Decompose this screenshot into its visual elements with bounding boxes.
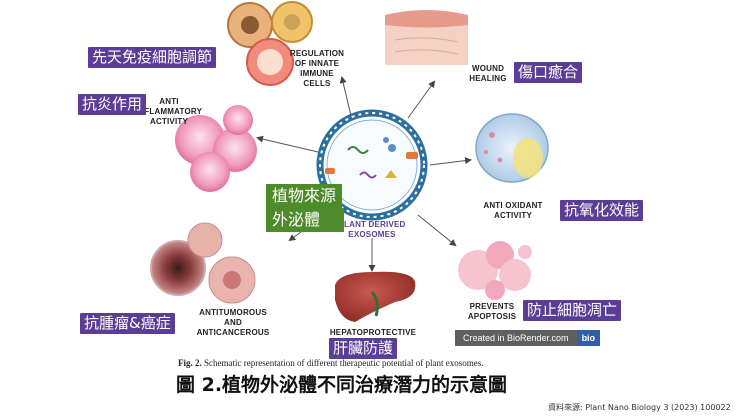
page-title: 圖 2.植物外泌體不同治療潛力的示意圖 <box>176 374 508 396</box>
label-wound-healing: WOUND HEALING <box>469 64 507 83</box>
label-plant-exosomes: PLANT DERIVED EXOSOMES <box>338 220 406 239</box>
cn-label-center-line1: 植物來源 <box>266 184 343 208</box>
wound-tissue-illustration <box>385 10 468 65</box>
figure-caption: Fig. 2. Schematic representation of diff… <box>178 358 483 368</box>
arrow-oxidant <box>429 157 472 166</box>
antioxidant-cell-illustration <box>475 113 549 183</box>
label-prevents-apoptosis: PREVENTS APOPTOSIS <box>467 302 517 321</box>
arrow-wound <box>407 80 436 119</box>
cn-label-regulation: 先天免疫細胞調節 <box>88 47 217 68</box>
apoptosis-cells-illustration <box>458 241 532 300</box>
inflammatory-cells-illustration <box>175 105 257 192</box>
label-anti-oxidant: ANTI OXIDANT ACTIVITY <box>483 201 543 220</box>
source-citation: 資料來源: Plant Nano Biology 3 (2023) 100022 <box>548 403 731 412</box>
tumor-cells-illustration <box>150 222 256 304</box>
arrow-inflammatory <box>256 135 319 153</box>
cn-label-apoptosis: 防止細胞凋亡 <box>523 300 622 321</box>
label-regulation: REGULATION OF INNATE IMMUNE CELLS <box>289 49 345 88</box>
label-antitumorous: ANTITUMOROUS AND ANTICANCEROUS <box>196 308 270 337</box>
exosome-illustration <box>316 109 428 221</box>
biorender-text: Created in BioRender.com <box>455 330 577 346</box>
cn-label-hepatoprotective: 肝臟防護 <box>329 338 398 359</box>
cn-label-anti-oxidant: 抗氧化效能 <box>560 200 644 221</box>
figure-caption-text: Schematic representation of different th… <box>204 358 484 368</box>
liver-illustration <box>335 271 416 322</box>
cn-label-antitumorous: 抗腫瘤&癌症 <box>80 313 175 334</box>
arrow-apoptosis <box>417 214 457 247</box>
cn-label-anti-inflammatory: 抗炎作用 <box>78 94 147 115</box>
immune-cells-illustration <box>227 1 313 86</box>
label-anti-inflammatory: ANTI INFLAMMATORY ACTIVITY <box>135 97 203 126</box>
cn-label-center-line2: 外泌體 <box>266 208 345 232</box>
biorender-badge: Created in BioRender.com bio <box>455 330 601 346</box>
arrow-regulation <box>339 76 353 121</box>
cn-label-wound: 傷口癒合 <box>514 62 583 83</box>
label-hepatoprotective: HEPATOPROTECTIVE <box>329 328 417 337</box>
biorender-tag: bio <box>576 330 601 346</box>
figure-caption-number: Fig. 2. <box>178 358 202 368</box>
